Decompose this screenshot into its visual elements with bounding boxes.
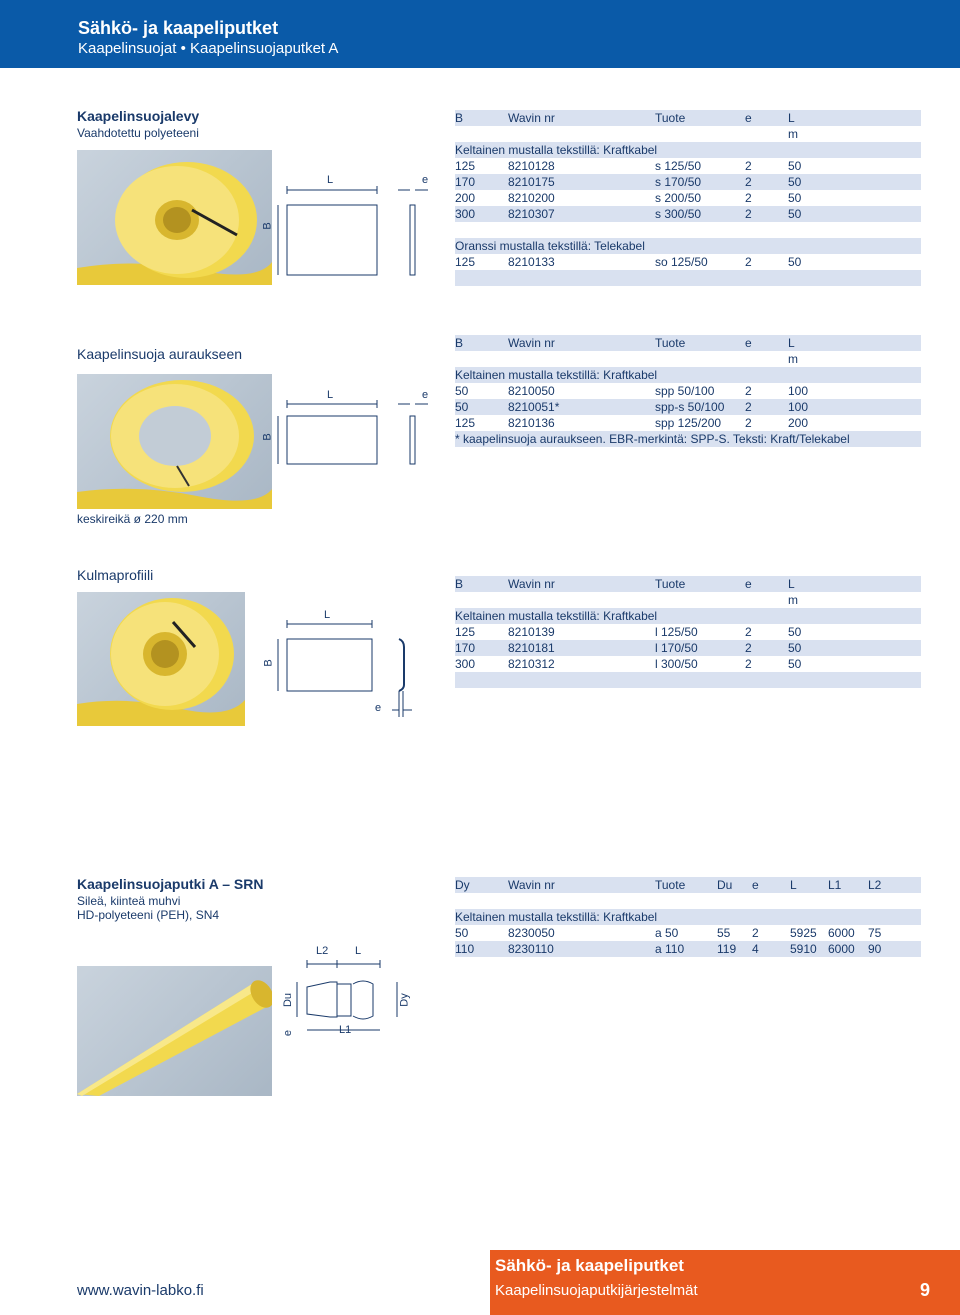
section1-subtitle: Vaahdotettu polyeteeni xyxy=(77,126,199,140)
section1-table: B Wavin nr Tuote e L m Keltainen mustall… xyxy=(455,110,921,286)
diag-Du-label: Du xyxy=(282,992,295,1008)
diag-L-label: L xyxy=(327,389,334,401)
section3-product-photo xyxy=(77,592,245,726)
section3-title: Kulmaprofiili xyxy=(77,567,154,583)
diag-L-label: L xyxy=(327,174,334,186)
diag-B-label: B xyxy=(261,222,274,230)
section4-product-photo xyxy=(77,966,272,1096)
diag-Dy-label: Dy xyxy=(398,993,411,1007)
table-group-label: Keltainen mustalla tekstillä: Kraftkabel xyxy=(455,142,921,158)
table-group-label: Keltainen mustalla tekstillä: Kraftkabel xyxy=(455,608,921,624)
diag-L1-label: L1 xyxy=(339,1024,352,1036)
header-title: Sähkö- ja kaapeliputket xyxy=(78,18,279,38)
section4-title: Kaapelinsuojaputki A – SRN xyxy=(77,876,264,892)
diag-L-label: L xyxy=(355,945,362,957)
section2-diagram: L e B xyxy=(262,386,450,476)
table-footnote: * kaapelinsuoja auraukseen. EBR-merkintä… xyxy=(455,431,921,447)
table-group-label: Oranssi mustalla tekstillä: Telekabel xyxy=(455,238,921,254)
table-unit-row: m xyxy=(788,593,798,607)
section2-product-photo xyxy=(77,374,272,509)
table-unit-row: m xyxy=(788,127,798,141)
diag-B-label: B xyxy=(261,433,274,441)
footer-title: Sähkö- ja kaapeliputket xyxy=(495,1256,684,1275)
diag-e-label: e xyxy=(422,389,429,401)
diag-L2-label: L2 xyxy=(316,945,329,957)
page-number: 9 xyxy=(919,1280,930,1300)
section4-subtitle1: Sileä, kiinteä muhvi xyxy=(77,894,181,908)
section4-subtitle2: HD-polyeteeni (PEH), SN4 xyxy=(77,908,220,922)
section4-diagram: L2 L Du Dy e L1 xyxy=(282,942,435,1042)
table-group-label: Keltainen mustalla tekstillä: Kraftkabel xyxy=(455,909,921,925)
section3-diagram: L e B xyxy=(262,607,442,722)
table-unit-row: m xyxy=(788,352,798,366)
header-subtitle: Kaapelinsuojat • Kaapelinsuojaputket A xyxy=(78,40,339,57)
diag-B-label: B xyxy=(262,659,275,667)
section1-product-photo xyxy=(77,150,272,285)
page-header: Sähkö- ja kaapeliputket Kaapelinsuojat •… xyxy=(0,0,960,68)
footer-bar: Sähkö- ja kaapeliputket Kaapelinsuojaput… xyxy=(490,1250,960,1315)
table-header-row: B Wavin nr Tuote e L xyxy=(455,110,921,126)
section2-note: keskireikä ø 220 mm xyxy=(77,512,188,526)
diag-e-label: e xyxy=(282,1029,295,1037)
footer-subtitle: Kaapelinsuojaputkijärjestelmät xyxy=(495,1282,698,1299)
diag-e-label: e xyxy=(375,702,382,714)
section2-title: Kaapelinsuoja auraukseen xyxy=(77,346,243,362)
diag-L-label: L xyxy=(324,609,331,621)
diag-e-label: e xyxy=(422,174,429,186)
table-group-label: Keltainen mustalla tekstillä: Kraftkabel xyxy=(455,367,921,383)
footer-url[interactable]: www.wavin-labko.fi xyxy=(77,1282,204,1299)
section1-title: Kaapelinsuojalevy xyxy=(77,108,200,124)
section1-diagram: L e B xyxy=(262,160,450,280)
